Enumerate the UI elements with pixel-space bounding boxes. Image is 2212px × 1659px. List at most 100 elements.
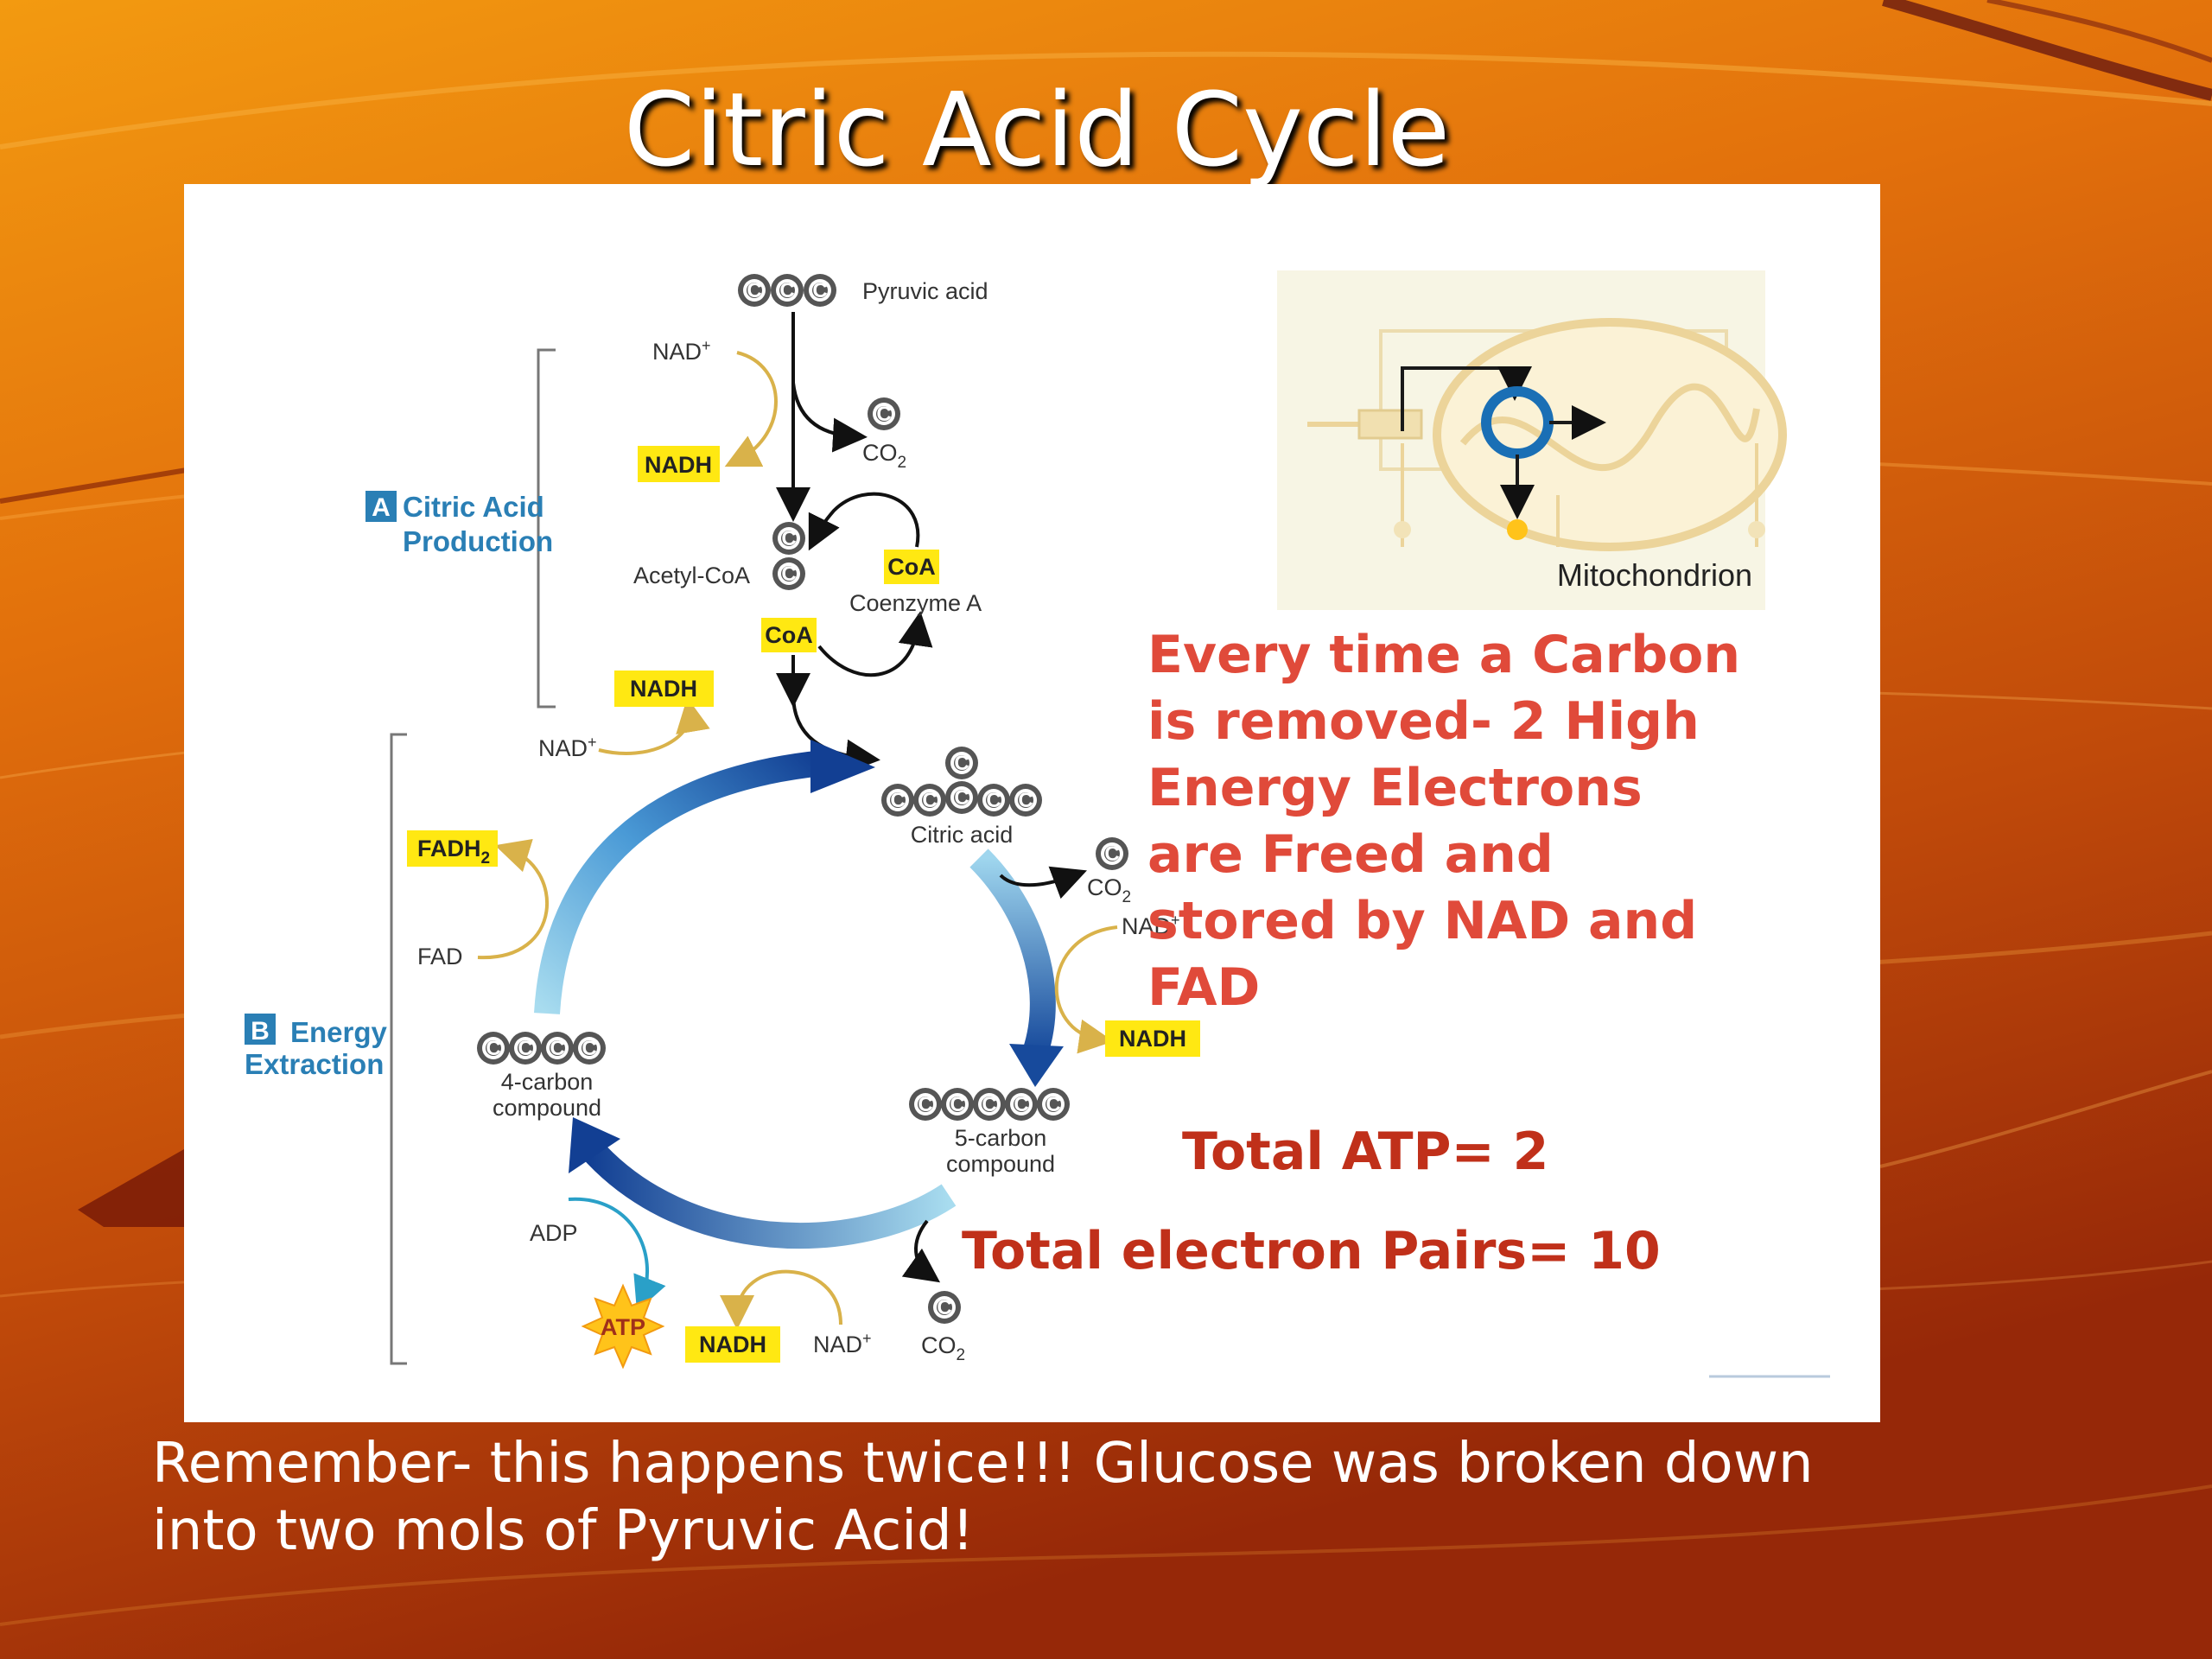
coa-label: CoA bbox=[765, 622, 813, 648]
footer-line2: into two mols of Pyruvic Acid! bbox=[152, 1499, 975, 1563]
callout-line: are Freed and bbox=[1147, 824, 1554, 885]
callout-line: is removed- 2 High bbox=[1147, 691, 1700, 752]
carbon-atom-icon: C bbox=[973, 1088, 1006, 1121]
stage-b-line2: Extraction bbox=[245, 1048, 384, 1080]
total-atp: Total ATP= 2 bbox=[1182, 1122, 1548, 1182]
carbon-atom-icon: C bbox=[945, 747, 978, 779]
nad-plus-label: NAD+ bbox=[652, 337, 711, 365]
carbon-symbol: C bbox=[954, 752, 969, 775]
carbon-symbol: C bbox=[922, 789, 937, 812]
slide-title: Citric Acid Cycle bbox=[623, 70, 1451, 189]
stage-a-badge: A bbox=[372, 493, 391, 522]
carbon-atom-icon: C bbox=[738, 274, 771, 307]
carbon-atom-icon: C bbox=[1009, 784, 1042, 817]
carbon-symbol: C bbox=[582, 1037, 596, 1060]
carbon-atom-icon: C bbox=[977, 784, 1010, 817]
mitochondrion-label: Mitochondrion bbox=[1557, 557, 1752, 593]
five-carbon-line1: 5-carbon bbox=[955, 1125, 1047, 1151]
total-electron-pairs: Total electron Pairs= 10 bbox=[962, 1221, 1661, 1281]
carbon-atom-icon: C bbox=[541, 1032, 574, 1065]
carbon-atom-icon: C bbox=[477, 1032, 510, 1065]
carbon-atom-icon: C bbox=[945, 781, 978, 814]
carbon-symbol: C bbox=[781, 563, 796, 586]
carbon-atom-icon: C bbox=[941, 1088, 974, 1121]
nadh-label: NADH bbox=[1119, 1026, 1186, 1052]
co2-label: CO2 bbox=[1087, 874, 1131, 906]
nadh-highlight bbox=[1105, 1020, 1200, 1057]
carbon-symbol: C bbox=[982, 1093, 996, 1116]
callout-line: stored by NAD and bbox=[1147, 891, 1697, 951]
five-carbon-compound: C C C C C 5-carbon compound bbox=[909, 1088, 1070, 1177]
fadh2-highlight bbox=[407, 830, 498, 867]
carbon-symbol: C bbox=[518, 1037, 532, 1060]
carbon-symbol: C bbox=[950, 1093, 964, 1116]
carbon-atom-icon: C bbox=[913, 784, 946, 817]
callout-line: Every time a Carbon bbox=[1147, 625, 1740, 685]
four-carbon-line2: compound bbox=[493, 1095, 601, 1121]
carbon-atom-icon: C bbox=[928, 1291, 961, 1324]
adp-label: ADP bbox=[530, 1220, 578, 1246]
citric-acid-molecule: C C C C C C Citric acid bbox=[881, 747, 1042, 848]
carbon-atom-icon: C bbox=[881, 784, 914, 817]
carbon-symbol: C bbox=[550, 1037, 564, 1060]
coa-highlight bbox=[761, 618, 817, 652]
stage-a-label: A Citric Acid Production bbox=[365, 491, 553, 557]
co2-label: CO2 bbox=[921, 1332, 965, 1364]
carbon-atom-icon: C bbox=[1096, 837, 1128, 870]
carbon-symbol: C bbox=[812, 279, 827, 302]
stage-b-badge: B bbox=[251, 1017, 270, 1046]
pyruvic-acid-label: Pyruvic acid bbox=[862, 278, 988, 304]
carbon-atom-icon: C bbox=[1037, 1088, 1070, 1121]
carbon-symbol: C bbox=[986, 789, 1001, 812]
carbon-symbol: C bbox=[937, 1296, 951, 1319]
carbon-atom-icon: C bbox=[772, 522, 805, 555]
footer-note: Remember- this happens twice!!! Glucose … bbox=[152, 1430, 2139, 1565]
carbon-symbol: C bbox=[876, 403, 891, 426]
nadh-highlight bbox=[685, 1326, 780, 1363]
coa-label: CoA bbox=[887, 554, 936, 580]
footer-line1: Remember- this happens twice!!! Glucose … bbox=[152, 1432, 1814, 1496]
carbon-symbol: C bbox=[890, 789, 905, 812]
pyruvic-acid-molecule: C C C Pyruvic acid bbox=[738, 274, 988, 307]
nadh-highlight bbox=[614, 671, 714, 707]
co2-label: CO2 bbox=[862, 440, 906, 472]
callout-line: Energy Electrons bbox=[1147, 758, 1643, 818]
mitochondrion-inset: Mitochondrion bbox=[1277, 270, 1787, 610]
carbon-symbol: C bbox=[954, 786, 969, 810]
carbon-symbol: C bbox=[781, 527, 796, 550]
four-carbon-line1: 4-carbon bbox=[501, 1069, 594, 1095]
carbon-atom-icon: C bbox=[804, 274, 836, 307]
carbon-symbol: C bbox=[1018, 789, 1033, 812]
acetyl-coa-label: Acetyl-CoA bbox=[633, 563, 750, 588]
fadh2-label: FADH2 bbox=[417, 836, 490, 868]
carbon-atom-icon: C bbox=[771, 274, 804, 307]
atp-label: ATP bbox=[601, 1314, 645, 1340]
nadh-label: NADH bbox=[645, 452, 712, 478]
carbon-symbol: C bbox=[486, 1037, 500, 1060]
carbon-symbol: C bbox=[1104, 842, 1119, 866]
carbon-atom-icon: C bbox=[509, 1032, 542, 1065]
four-carbon-compound: C C C C 4-carbon compound bbox=[477, 1032, 606, 1121]
carbon-atom-icon: C bbox=[772, 557, 805, 590]
carbon-atom-icon: C bbox=[573, 1032, 606, 1065]
nad-plus-label: NAD+ bbox=[1122, 912, 1180, 939]
diagram-panel: Mitochondrion A Citric Acid Production B… bbox=[184, 184, 1880, 1422]
carbon-atom-icon: C bbox=[868, 397, 900, 430]
carbon-symbol: C bbox=[1046, 1093, 1060, 1116]
stage-a-line1: Citric Acid bbox=[403, 491, 544, 523]
coa-highlight bbox=[884, 550, 939, 584]
nadh-highlight bbox=[638, 446, 720, 482]
carbon-symbol: C bbox=[747, 279, 761, 302]
citric-acid-cycle-diagram: Mitochondrion A Citric Acid Production B… bbox=[245, 270, 1830, 1378]
stage-a-line2: Production bbox=[403, 525, 553, 557]
nad-plus-label: NAD+ bbox=[813, 1330, 872, 1357]
atp-burst-icon bbox=[581, 1283, 665, 1370]
nadh-label: NADH bbox=[630, 676, 697, 702]
coenzyme-a-label: Coenzyme A bbox=[849, 590, 982, 616]
carbon-atom-icon: C bbox=[909, 1088, 942, 1121]
stage-b-label: B Energy Extraction bbox=[245, 1014, 388, 1080]
five-carbon-line2: compound bbox=[946, 1151, 1055, 1177]
citric-acid-label: Citric acid bbox=[911, 822, 1014, 848]
stage-b-line1: Energy bbox=[290, 1016, 388, 1048]
carbon-symbol: C bbox=[918, 1093, 932, 1116]
